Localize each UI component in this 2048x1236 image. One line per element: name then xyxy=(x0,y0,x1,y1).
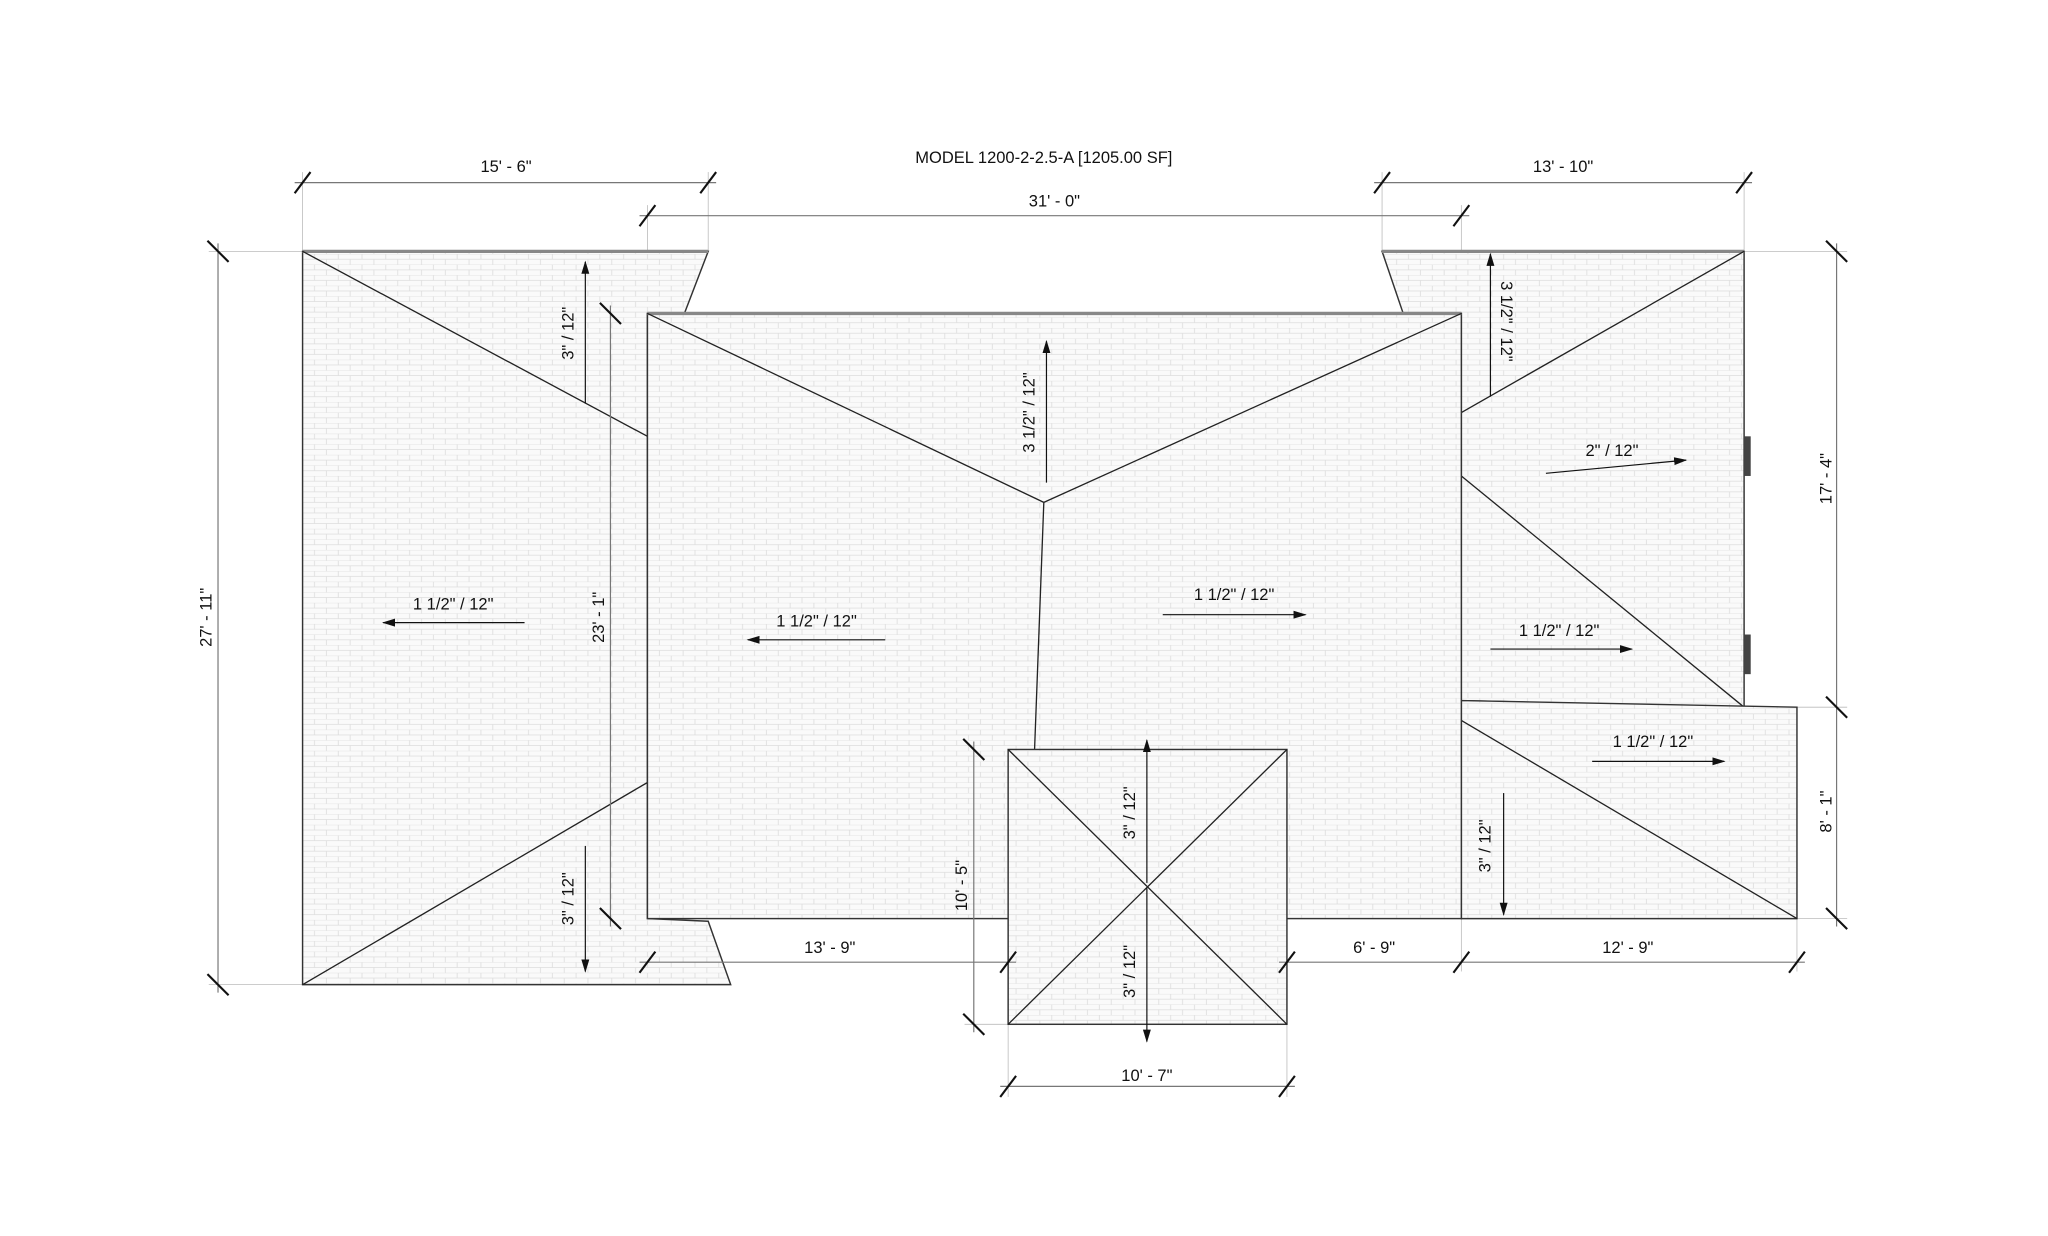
dim-label: 27' - 11" xyxy=(197,588,215,647)
dim-label: 15' - 6" xyxy=(480,158,531,176)
pitch-label: 3" / 12" xyxy=(559,872,577,925)
drawing-title: MODEL 1200-2-2.5-A [1205.00 SF] xyxy=(915,149,1172,167)
gutter-bracket xyxy=(1744,436,1751,476)
pitch-label: 1 1/2" / 12" xyxy=(1194,586,1275,604)
dim-label: 12' - 9" xyxy=(1602,939,1653,957)
dim-label: 6' - 9" xyxy=(1353,939,1395,957)
pitch-label: 3 1/2" / 12" xyxy=(1497,281,1515,362)
porch-roof xyxy=(1007,748,1288,1026)
pitch-label: 3 1/2" / 12" xyxy=(1021,372,1039,453)
dim-label: 23' - 1" xyxy=(590,592,608,643)
pitch-label: 3" / 12" xyxy=(1476,819,1494,872)
pitch-label: 1 1/2" / 12" xyxy=(1519,622,1600,640)
arrow-icon xyxy=(1545,457,1688,474)
pitch-label: 1 1/2" / 12" xyxy=(776,613,857,631)
dim-label: 31' - 0" xyxy=(1029,192,1080,210)
dim-label: 10' - 5" xyxy=(953,860,971,911)
dim-label: 13' - 10" xyxy=(1533,158,1594,176)
dim-label: 10' - 7" xyxy=(1121,1067,1172,1085)
pitch-label: 1 1/2" / 12" xyxy=(1613,733,1694,751)
dimension-labels: 15' - 6" 13' - 10" 31' - 0" 27' - 11" 23… xyxy=(197,158,1835,1085)
dimension-lines xyxy=(206,171,1848,1098)
pitch-label: 2" / 12" xyxy=(1585,442,1638,460)
dim-label: 13' - 9" xyxy=(804,939,855,957)
slope-arrows xyxy=(381,252,1726,1043)
dim-label: 17' - 4" xyxy=(1817,453,1835,504)
gutter-bracket xyxy=(1744,634,1751,675)
pitch-label: 1 1/2" / 12" xyxy=(413,595,494,613)
pitch-label: 3" / 12" xyxy=(559,307,577,360)
pitch-label: 3" / 12" xyxy=(1121,786,1139,839)
pitch-label: 3" / 12" xyxy=(1121,945,1139,998)
left-wing-roof xyxy=(301,249,732,986)
right-lower-wing-roof xyxy=(1460,699,1798,920)
pitch-labels: 3" / 12" 3" / 12" 1 1/2" / 12" 3 1/2" / … xyxy=(413,281,1693,998)
dim-label: 8' - 1" xyxy=(1817,790,1835,832)
